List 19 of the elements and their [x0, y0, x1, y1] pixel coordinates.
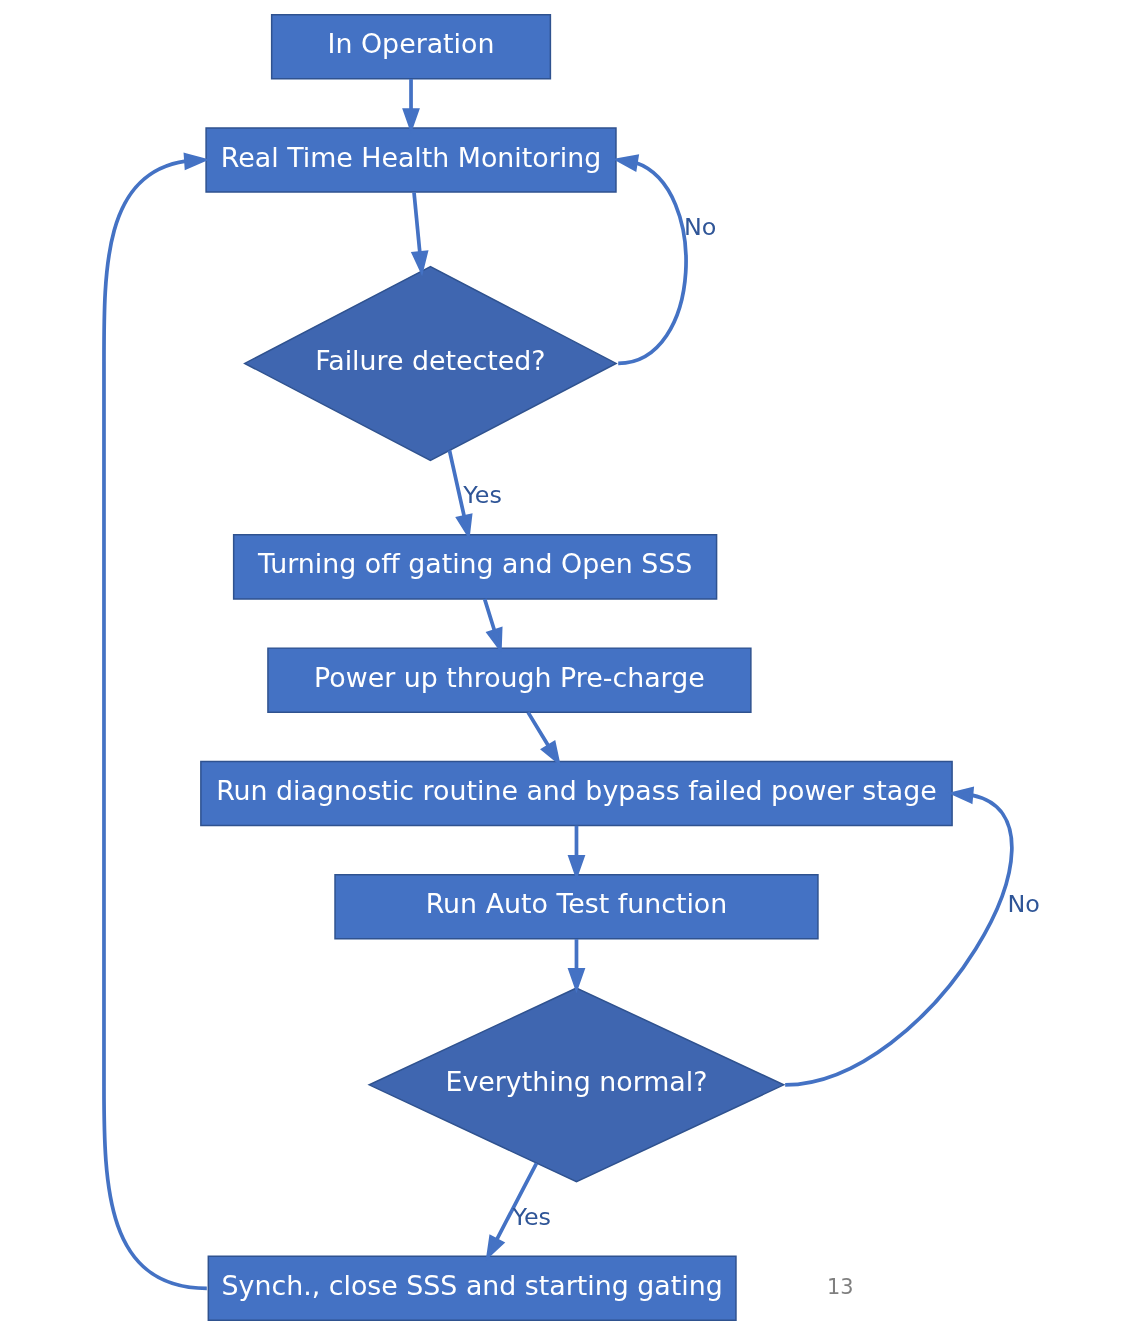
node-box: Run diagnostic routine and bypass failed power stage	[200, 760, 953, 827]
node-diamond: Everything normal?	[367, 987, 786, 1183]
node-box: Run Auto Test function	[334, 873, 819, 940]
arrow	[612, 154, 688, 366]
arrow	[784, 786, 1014, 1087]
label: 13	[827, 1274, 854, 1299]
node-box: Power up through Pre-charge	[267, 647, 752, 713]
arrow	[410, 192, 429, 277]
node-box: Synch., close SSS and starting gating	[207, 1255, 737, 1322]
arrow	[102, 152, 210, 1291]
arrow	[567, 939, 586, 994]
node-diamond: Failure detected?	[243, 265, 618, 462]
edge-label: No	[1007, 890, 1040, 919]
node-box: Turning off gating and Open SSS	[232, 534, 718, 600]
edge-label: Yes	[463, 481, 502, 510]
node-box: Real Time Health Monitoring	[205, 127, 617, 193]
edge-label: Yes	[512, 1202, 551, 1231]
edge-label: No	[683, 212, 717, 241]
node-box: In Operation	[270, 13, 552, 80]
